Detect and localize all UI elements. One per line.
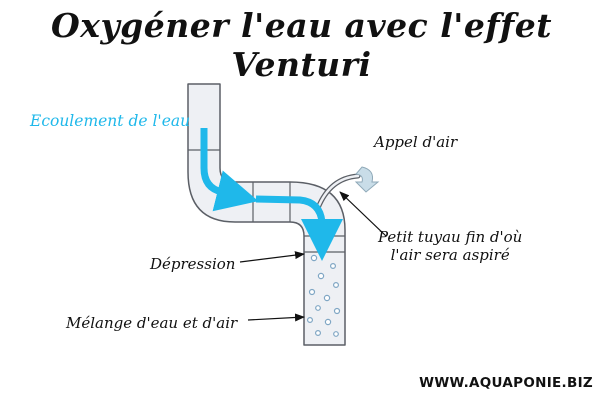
air-bubbles [307, 254, 341, 337]
pointer-line-mixture [247, 313, 305, 322]
label-depression: Dépression [150, 255, 236, 273]
air-inflow-arrow [354, 166, 380, 193]
label-small-tube: Petit tuyau fin d'où l'air sera aspiré [378, 228, 522, 264]
site-url: WWW.AQUAPONIE.BIZ [419, 375, 593, 391]
label-mixture: Mélange d'eau et d'air [66, 314, 238, 332]
label-small-tube-line2: l'air sera aspiré [390, 246, 510, 264]
water-flow-arrow [200, 128, 259, 212]
label-small-tube-line1: Petit tuyau fin d'où [378, 228, 523, 246]
pointer-line-depression [239, 251, 305, 263]
page-title: Oxygéner l'eau avec l'effet Venturi [51, 6, 552, 84]
air-tube-inner [316, 174, 360, 210]
label-air-call: Appel d'air [374, 133, 458, 151]
label-water-flow: Ecoulement de l'eau [30, 112, 191, 130]
pointer-line-small-tube [339, 191, 387, 237]
water-flow-arrow [255, 195, 343, 261]
